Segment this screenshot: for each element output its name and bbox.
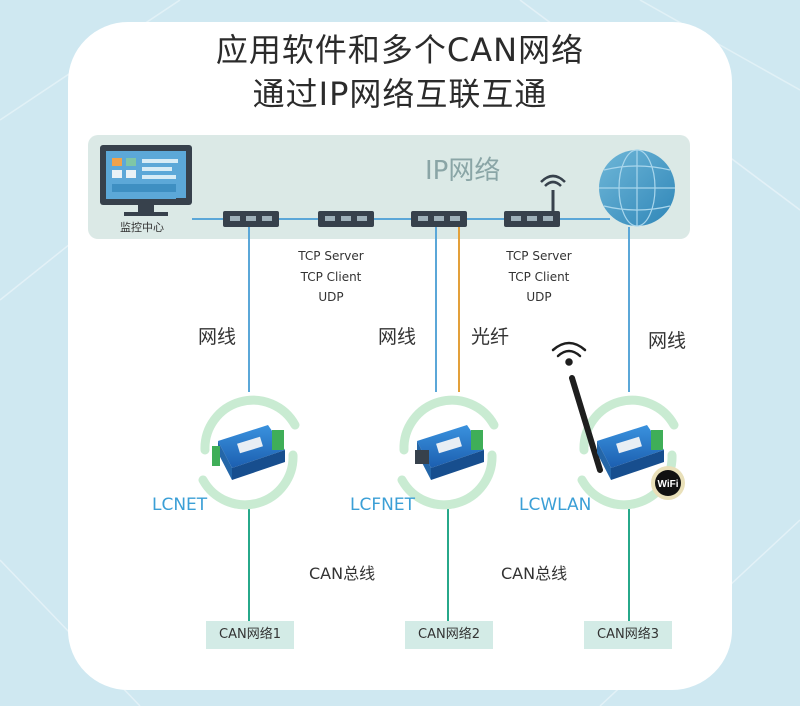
protocol-list-right: TCP Server TCP Client UDP	[484, 246, 594, 308]
protocol-item: TCP Server	[506, 249, 572, 263]
device-label-lcwlan: LCWLAN	[519, 495, 592, 515]
switch-icon-1	[223, 211, 279, 227]
protocol-item: UDP	[526, 290, 552, 304]
protocol-item: TCP Client	[300, 269, 362, 284]
wifi-signal-icon	[551, 341, 587, 366]
protocol-item: UDP	[318, 290, 344, 304]
protocol-list-left: TCP Server TCP Client UDP	[276, 246, 386, 308]
can-network-box-2: CAN网络2	[405, 621, 493, 649]
content-card	[68, 22, 732, 690]
wifi-badge-text: WiFi	[657, 479, 678, 490]
ip-network-label: IP网络	[425, 156, 501, 186]
protocol-item: TCP Client	[508, 269, 570, 284]
link-label-cable-3: 网线	[648, 330, 687, 352]
wireless-router-icon	[504, 174, 566, 227]
title-line-1: 应用软件和多个CAN网络	[215, 31, 585, 69]
device-label-lcfnet: LCFNET	[350, 495, 415, 515]
lcnet-device	[198, 395, 300, 510]
switch-icon-2	[318, 211, 374, 227]
switch-icon-3	[411, 211, 467, 227]
wifi-badge-icon: WiFi	[651, 466, 685, 500]
page-title: 应用软件和多个CAN网络 通过IP网络互联互通	[68, 28, 732, 116]
can-bus-label-1: CAN总线	[309, 564, 376, 583]
lcfnet-device	[397, 395, 499, 510]
link-label-cable-1: 网线	[198, 326, 237, 348]
internet-globe-icon	[599, 149, 675, 227]
protocol-item: TCP Server	[298, 249, 364, 263]
can-bus-label-2: CAN总线	[501, 564, 568, 583]
device-label-lcnet: LCNET	[152, 495, 208, 515]
title-line-2: 通过IP网络互联互通	[252, 75, 548, 113]
link-label-fiber: 光纤	[471, 326, 510, 348]
link-label-cable-2: 网线	[378, 326, 417, 348]
monitor-label: 监控中心	[120, 221, 164, 234]
can-network-box-1: CAN网络1	[206, 621, 294, 649]
monitor-icon	[100, 145, 192, 216]
can-network-box-3: CAN网络3	[584, 621, 672, 649]
